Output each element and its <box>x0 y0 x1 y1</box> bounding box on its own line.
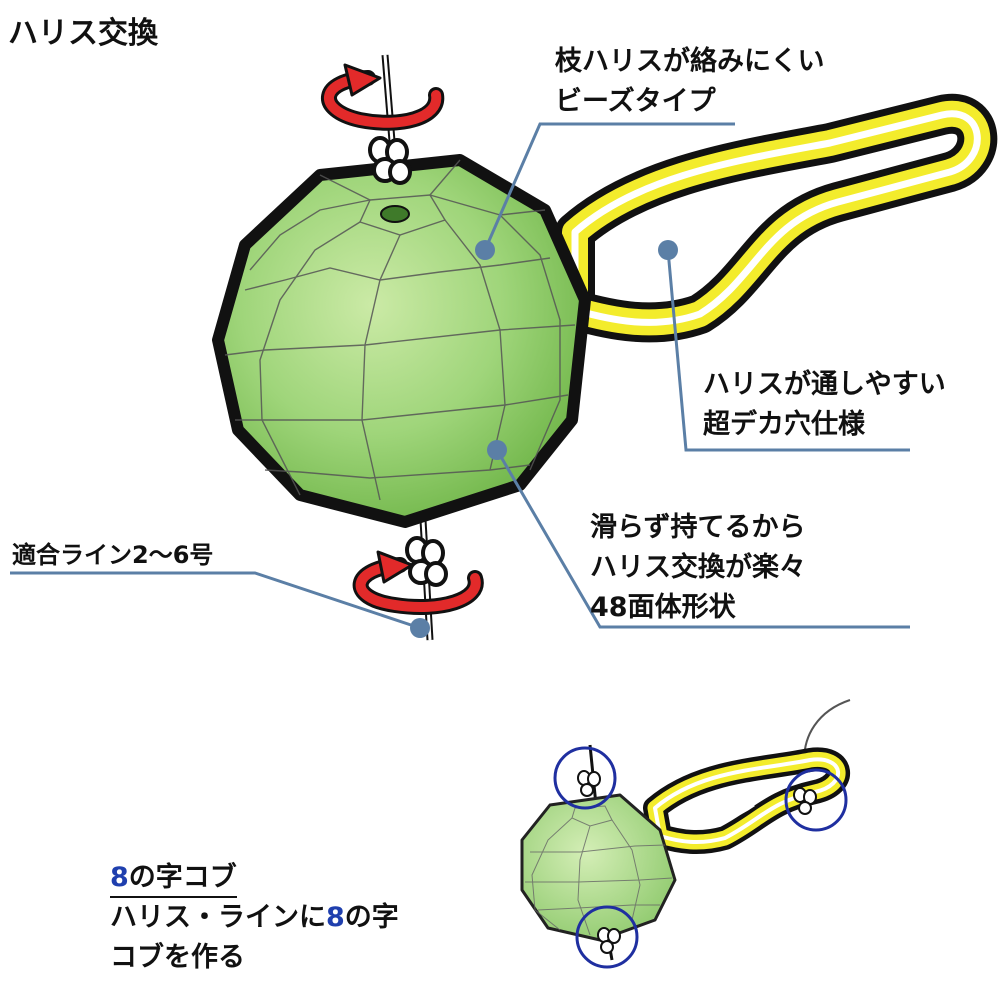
callout-shape-line-3: 48面体形状 <box>590 592 736 623</box>
callout-shape: 滑らず持てるから ハリス交換が楽々 48面体形状 <box>590 508 806 628</box>
figure-eight-knot-icon <box>597 927 621 954</box>
leader-dot-shape <box>487 440 507 460</box>
leader-hole <box>666 249 910 452</box>
leader-beads <box>483 122 735 251</box>
callout-hole-line-2: 超デカ穴仕様 <box>703 409 865 440</box>
callout-beads-line-2: ビーズタイプ <box>555 86 716 117</box>
leader-dot-hole <box>658 240 678 260</box>
figure-eight-knot-icon <box>577 770 601 797</box>
figure-eight-knot-icon <box>368 136 412 185</box>
leader-dot-beads <box>475 240 495 260</box>
page-title: ハリス交換 <box>8 16 158 51</box>
figure-eight-knot-icon <box>405 536 448 587</box>
bead-facets <box>224 159 576 501</box>
callout-hole-line-1: ハリスが通しやすい <box>703 369 946 400</box>
callout-beads-line-1: 枝ハリスが絡みにくい <box>555 46 825 77</box>
main-eye-loop <box>555 93 998 343</box>
knot-note-line-2-pre: ハリス・ラインに <box>110 902 326 933</box>
leader-lines <box>10 122 910 630</box>
main-bead <box>212 154 591 528</box>
knot-highlight-circles <box>553 746 848 969</box>
leader-line <box>10 571 421 630</box>
knot-note-heading-num: 8 <box>110 862 129 893</box>
knot-note-heading-text: の字コブ <box>128 862 237 893</box>
highlight-circle-top <box>553 746 617 810</box>
knot-note-line-2-post: の字 <box>344 902 399 933</box>
leader-dots <box>410 240 678 638</box>
highlight-circle-loop <box>784 768 848 832</box>
callout-line-size: 適合ライン2〜6号 <box>12 541 214 569</box>
rotate-arrow-icon <box>352 550 484 615</box>
callout-beads: 枝ハリスが絡みにくい ビーズタイプ <box>555 42 824 122</box>
figure-eight-knot-icon <box>793 787 817 815</box>
highlight-circle-bottom <box>575 905 639 969</box>
small-eye-loop <box>643 747 850 855</box>
knot-note-line-2-num: 8 <box>326 902 345 933</box>
knot-note-line-2: ハリス・ラインに8の字 <box>110 898 399 938</box>
knot-note-line-3: コブを作る <box>110 942 245 973</box>
knot-note: 8の字コブ ハリス・ラインに8の字 コブを作る <box>110 858 399 978</box>
knot-note-heading: 8の字コブ <box>110 858 399 898</box>
leader-dot-line <box>410 618 430 638</box>
small-bead <box>520 793 677 942</box>
callout-hole: ハリスが通しやすい 超デカ穴仕様 <box>703 365 946 445</box>
callout-shape-line-1: 滑らず持てるから <box>590 512 806 543</box>
leader-shape <box>495 449 910 629</box>
callout-shape-line-2: ハリス交換が楽々 <box>590 552 806 583</box>
rotate-arrow-icon <box>321 63 445 131</box>
small-illustration <box>520 699 851 969</box>
